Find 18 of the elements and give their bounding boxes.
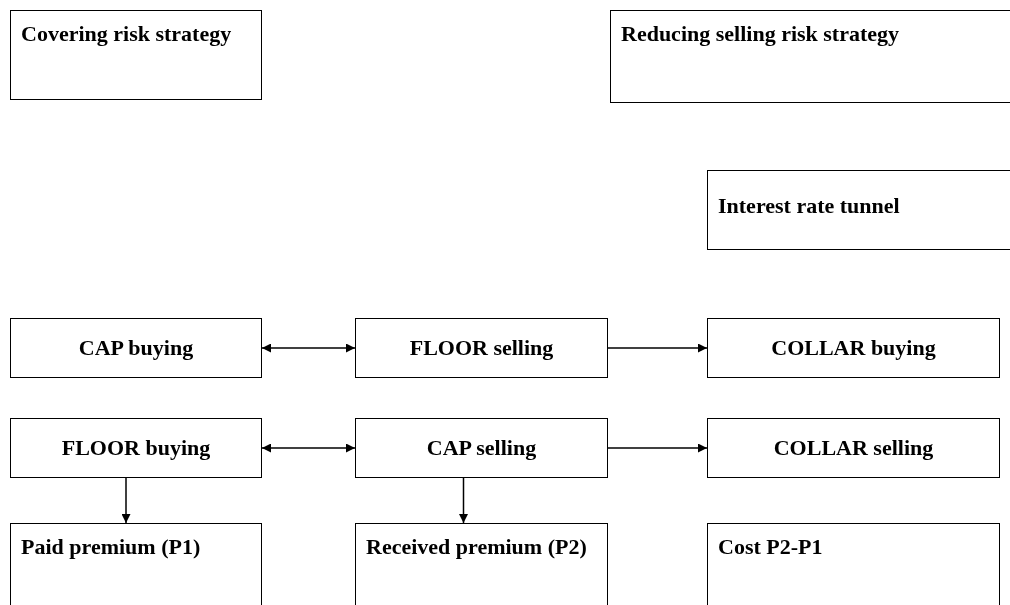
tunnel-box: Interest rate tunnel bbox=[707, 170, 1010, 250]
arrow bbox=[607, 343, 708, 353]
option-box: CAP buying bbox=[10, 318, 262, 378]
premium-box: Received premium (P2) bbox=[355, 523, 608, 605]
arrow bbox=[261, 343, 356, 353]
strategy-box: Reducing selling risk strategy bbox=[610, 10, 1010, 103]
arrow bbox=[459, 477, 468, 524]
premium-box: Cost P2-P1 bbox=[707, 523, 1000, 605]
arrow bbox=[261, 443, 356, 453]
strategy-box: Covering risk strategy bbox=[10, 10, 262, 100]
option-box: COLLAR selling bbox=[707, 418, 1000, 478]
option-box: FLOOR buying bbox=[10, 418, 262, 478]
option-box: CAP selling bbox=[355, 418, 608, 478]
arrow bbox=[121, 477, 131, 524]
premium-box: Paid premium (P1) bbox=[10, 523, 262, 605]
option-box: FLOOR selling bbox=[355, 318, 608, 378]
option-box: COLLAR buying bbox=[707, 318, 1000, 378]
arrow bbox=[607, 443, 708, 453]
